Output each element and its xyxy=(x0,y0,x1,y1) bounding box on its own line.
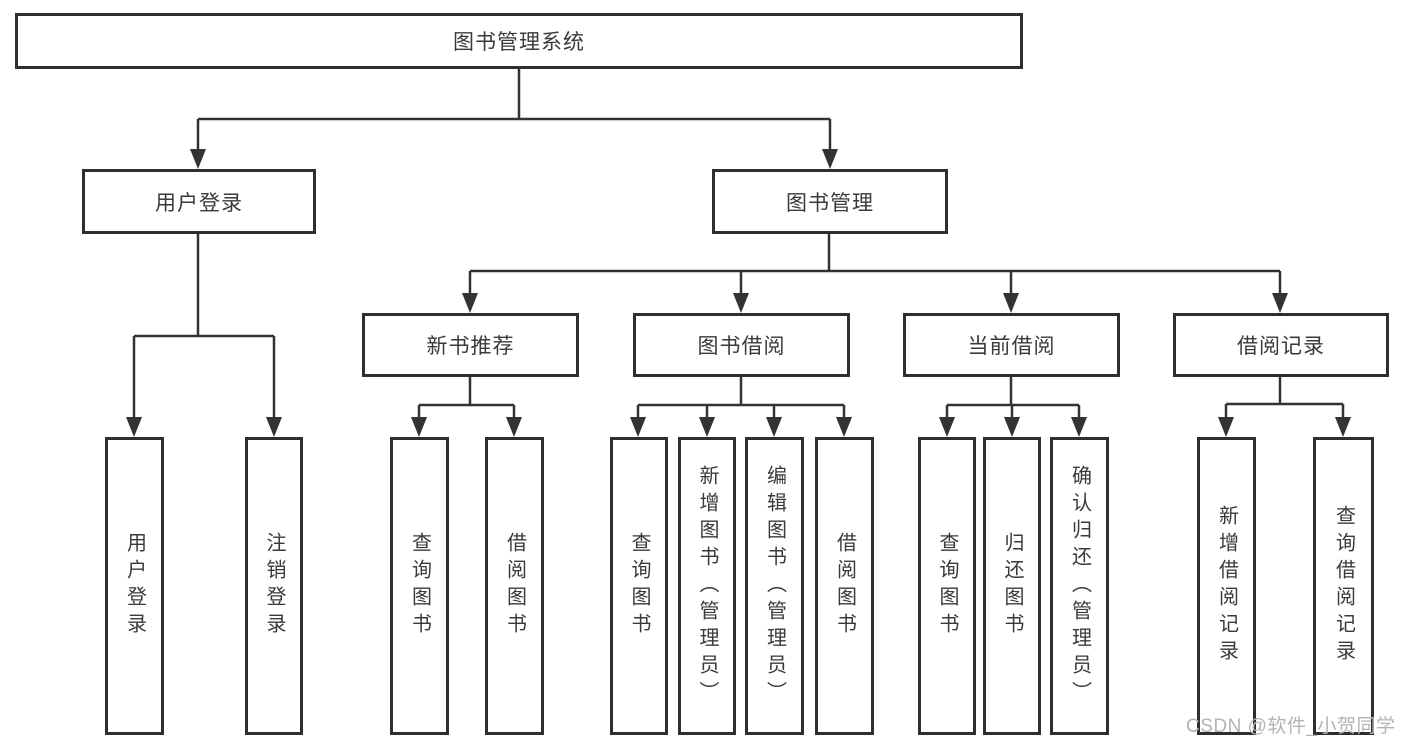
leaf-confirm-return-admin-label: 确认归还（管理员） xyxy=(1068,464,1091,708)
node-user-login: 用户登录 xyxy=(82,169,316,234)
leaf-add-book-admin: 新增图书（管理员） xyxy=(678,437,736,735)
leaf-edit-book-admin: 编辑图书（管理员） xyxy=(745,437,804,735)
leaf-user-login-label: 用户登录 xyxy=(123,532,146,640)
node-new-book-recommend-label: 新书推荐 xyxy=(426,335,515,358)
leaf-query-borrow-record: 查询借阅记录 xyxy=(1313,437,1374,735)
leaf-borrow-book-1: 借阅图书 xyxy=(485,437,544,735)
connector-mgmt-to-level3 xyxy=(462,234,1288,313)
leaf-edit-book-admin-label: 编辑图书（管理员） xyxy=(763,464,786,708)
leaf-borrow-book-2: 借阅图书 xyxy=(815,437,874,735)
leaf-query-book-2-label: 查询图书 xyxy=(628,532,650,640)
leaf-query-book-2: 查询图书 xyxy=(610,437,668,735)
leaf-logout-label: 注销登录 xyxy=(263,532,285,640)
leaf-query-book-1-label: 查询图书 xyxy=(408,532,431,640)
leaf-query-book-1: 查询图书 xyxy=(390,437,449,735)
node-current-borrow-label: 当前借阅 xyxy=(967,335,1056,358)
leaf-borrow-book-1-label: 借阅图书 xyxy=(503,532,526,640)
connector-record-to-leaves xyxy=(1218,377,1351,437)
leaf-return-book: 归还图书 xyxy=(983,437,1041,735)
node-new-book-recommend: 新书推荐 xyxy=(362,313,579,377)
node-book-management-label: 图书管理 xyxy=(786,191,874,215)
leaf-user-login: 用户登录 xyxy=(105,437,164,735)
node-book-borrow-label: 图书借阅 xyxy=(697,335,786,358)
node-book-management: 图书管理 xyxy=(712,169,948,234)
csdn-watermark: CSDN @软件_小贺同学 xyxy=(1186,716,1396,737)
leaf-borrow-book-2-label: 借阅图书 xyxy=(833,532,856,640)
node-root-label: 图书管理系统 xyxy=(453,31,585,54)
leaf-add-borrow-record-label: 新增借阅记录 xyxy=(1215,505,1238,667)
leaf-query-book-3: 查询图书 xyxy=(918,437,976,735)
leaf-confirm-return-admin: 确认归还（管理员） xyxy=(1050,437,1109,735)
connector-login-to-leaves xyxy=(126,234,282,437)
node-current-borrow: 当前借阅 xyxy=(903,313,1120,377)
leaf-return-book-label: 归还图书 xyxy=(1001,532,1023,640)
connector-borrow-to-leaves xyxy=(630,377,852,437)
node-book-borrow: 图书借阅 xyxy=(633,313,850,377)
connector-root-to-level2 xyxy=(190,69,838,169)
node-user-login-label: 用户登录 xyxy=(155,191,243,215)
leaf-logout: 注销登录 xyxy=(245,437,303,735)
leaf-add-book-admin-label: 新增图书（管理员） xyxy=(696,464,718,708)
connector-current-to-leaves xyxy=(939,377,1087,437)
connector-newbook-to-leaves xyxy=(411,377,522,437)
leaf-add-borrow-record: 新增借阅记录 xyxy=(1197,437,1256,735)
node-borrow-record-label: 借阅记录 xyxy=(1237,335,1325,358)
node-root-system: 图书管理系统 xyxy=(15,13,1023,69)
leaf-query-borrow-record-label: 查询借阅记录 xyxy=(1332,505,1355,667)
leaf-query-book-3-label: 查询图书 xyxy=(936,532,958,640)
node-borrow-record: 借阅记录 xyxy=(1173,313,1389,377)
